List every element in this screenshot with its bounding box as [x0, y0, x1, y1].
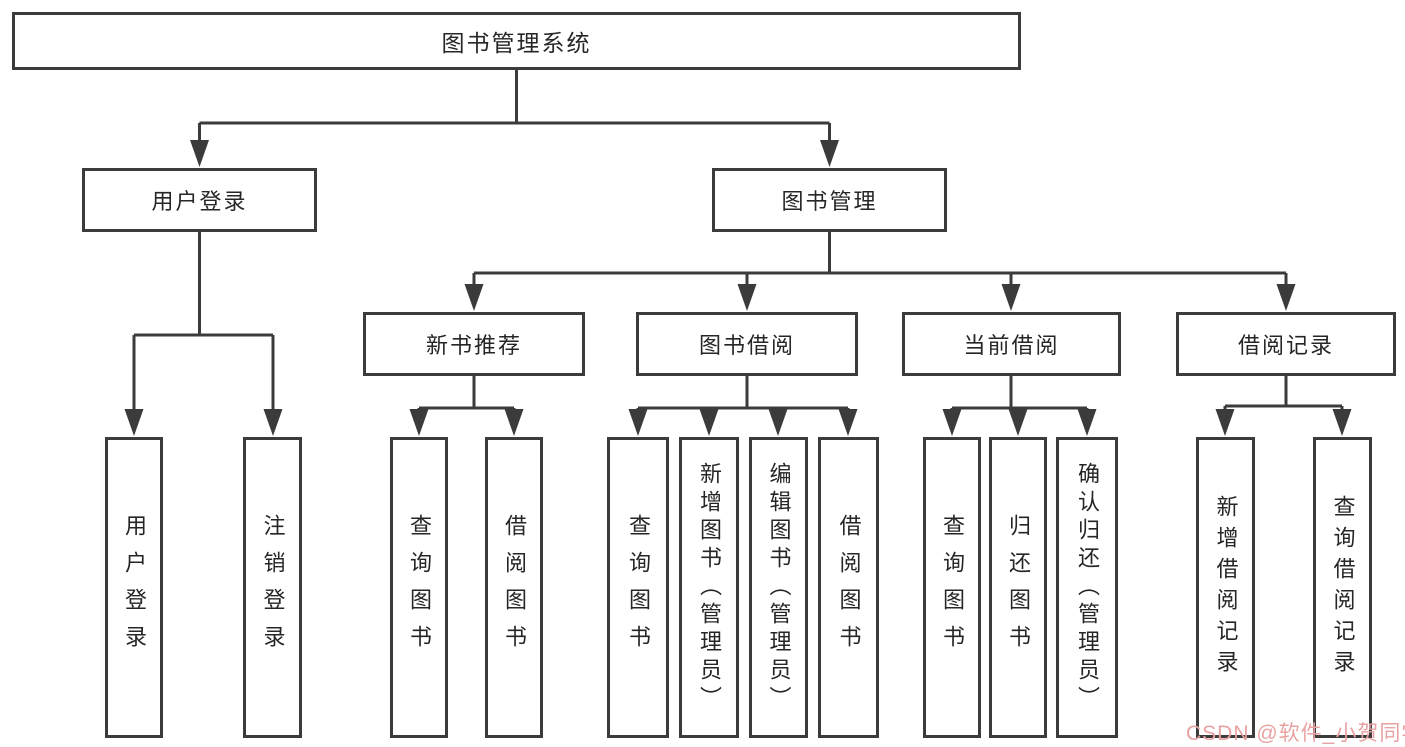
node-current-borrow: 当前借阅	[902, 312, 1121, 376]
leaf-newbook-borrow-books: 借阅图书	[485, 437, 543, 738]
node-new-book-recommend: 新书推荐	[363, 312, 585, 376]
leaf-label: 注销登录	[260, 513, 286, 662]
node-label: 新书推荐	[425, 333, 522, 358]
leaf-user-login: 用户登录	[105, 437, 163, 738]
watermark-text: CSDN @软件_小贺同学	[1186, 722, 1405, 745]
node-label: 图书管理系统	[441, 30, 592, 56]
node-label: 当前借阅	[963, 333, 1060, 358]
node-book-management: 图书管理	[712, 168, 947, 232]
leaf-current-confirm-return-admin: 确认归还（管理员）	[1056, 437, 1118, 738]
node-label: 借阅记录	[1237, 333, 1334, 358]
node-user-login: 用户登录	[82, 168, 317, 232]
leaf-label: 借阅图书	[836, 513, 862, 662]
node-book-borrow: 图书借阅	[636, 312, 858, 376]
leaf-label: 新增图书（管理员）	[697, 461, 722, 714]
leaf-label: 编辑图书（管理员）	[766, 461, 792, 714]
leaf-current-return-books: 归还图书	[989, 437, 1047, 738]
leaf-records-add-record: 新增借阅记录	[1196, 437, 1255, 738]
leaf-current-query-books: 查询图书	[923, 437, 981, 738]
leaf-label: 借阅图书	[502, 513, 527, 662]
leaf-label: 查询图书	[626, 513, 651, 662]
leaf-newbook-query-books: 查询图书	[390, 437, 448, 738]
leaf-borrow-edit-books-admin: 编辑图书（管理员）	[749, 437, 808, 738]
node-root: 图书管理系统	[12, 12, 1021, 70]
leaf-label: 查询图书	[940, 513, 965, 662]
leaf-borrow-query-books: 查询图书	[607, 437, 669, 738]
leaf-label: 查询借阅记录	[1330, 494, 1356, 681]
node-label: 用户登录	[151, 189, 248, 214]
leaf-borrow-borrow-books: 借阅图书	[818, 437, 879, 738]
leaf-borrow-add-books-admin: 新增图书（管理员）	[679, 437, 739, 738]
node-label: 图书借阅	[698, 333, 795, 358]
leaf-label: 用户登录	[122, 513, 147, 662]
node-label: 图书管理	[781, 189, 878, 214]
leaf-records-query-record: 查询借阅记录	[1313, 437, 1372, 738]
leaf-label: 新增借阅记录	[1213, 494, 1239, 681]
leaf-label: 查询图书	[407, 513, 432, 662]
leaf-label: 确认归还（管理员）	[1075, 461, 1100, 714]
leaf-label: 归还图书	[1006, 513, 1031, 662]
leaf-logout: 注销登录	[243, 437, 302, 738]
node-borrow-records: 借阅记录	[1176, 312, 1396, 376]
